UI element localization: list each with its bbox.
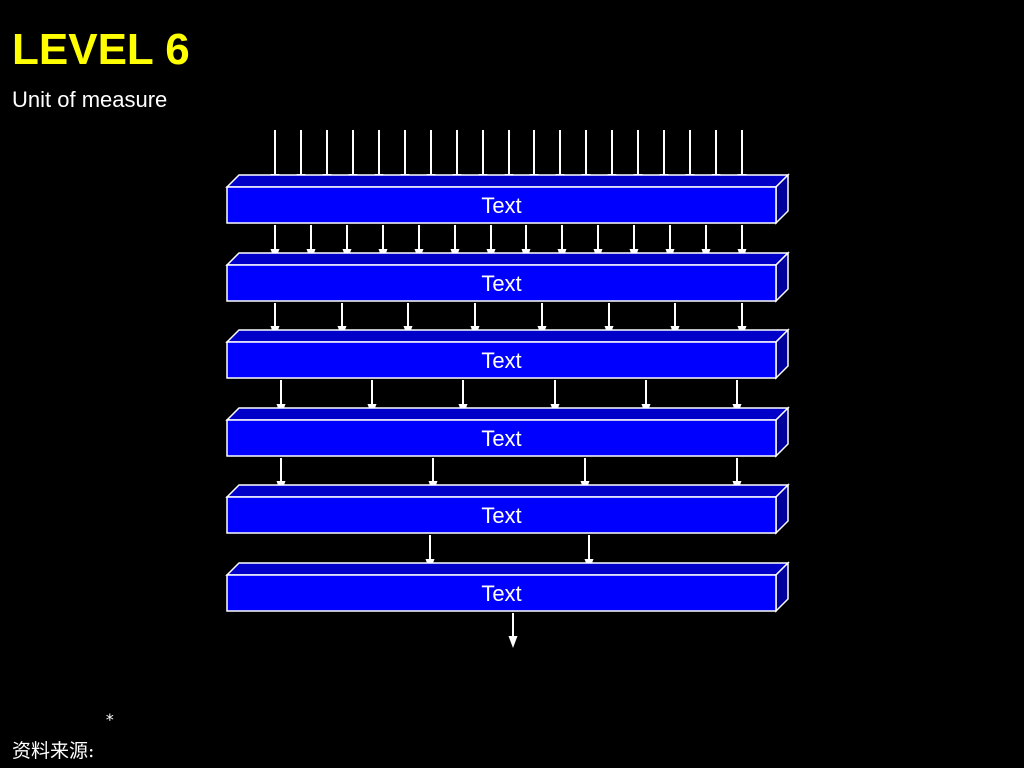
level-bar-label: Text: [481, 503, 521, 528]
source-label: 资料来源:: [12, 740, 95, 762]
level-bar: [226, 419, 777, 457]
bar-top-face: [225, 407, 790, 421]
bar-top-face: [225, 174, 790, 188]
level-bar: [226, 186, 777, 224]
level-bar-label: Text: [481, 581, 521, 606]
level-bar: [226, 496, 777, 534]
level-bar-label: Text: [481, 193, 521, 218]
level-bar: [226, 341, 777, 379]
level-bar: [226, 264, 777, 302]
output-arrow: [508, 613, 518, 648]
level-bar-label: Text: [481, 271, 521, 296]
bar-top-face: [225, 562, 790, 576]
bar-top-face: [225, 252, 790, 266]
slide-subtitle: Unit of measure: [12, 87, 168, 112]
level-bar-label: Text: [481, 348, 521, 373]
bar-top-face: [225, 484, 790, 498]
footnote-marker: *: [105, 710, 115, 729]
slide-title: LEVEL 6: [12, 25, 190, 74]
bar-top-face: [225, 329, 790, 343]
level-bar: [226, 574, 777, 612]
level-bar-label: Text: [481, 426, 521, 451]
